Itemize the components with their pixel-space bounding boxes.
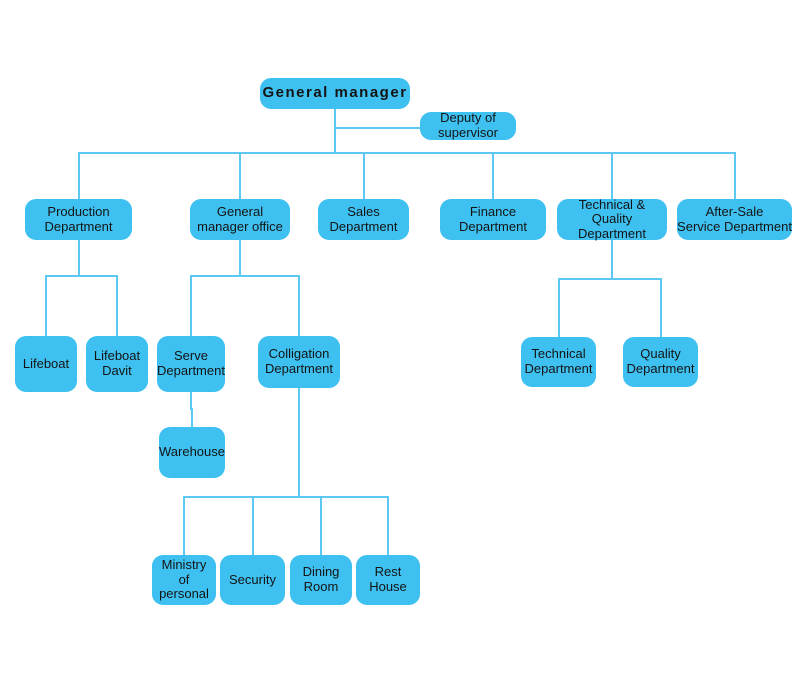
org-node-general-manager: General manager bbox=[260, 78, 410, 109]
org-node-security: Security bbox=[220, 555, 285, 605]
connector-segment bbox=[335, 127, 420, 129]
org-node-colligation-department: Colligation Department bbox=[258, 336, 340, 388]
connector-segment bbox=[362, 152, 365, 199]
connector-segment bbox=[557, 278, 560, 337]
org-node-serve-department: Serve Department bbox=[157, 336, 225, 392]
org-node-warehouse: Warehouse bbox=[159, 427, 225, 478]
connector-segment bbox=[77, 240, 80, 277]
org-node-ministry-of-personal: Ministry of personal bbox=[152, 555, 216, 605]
connector-segment bbox=[733, 152, 736, 199]
connector-segment bbox=[116, 275, 118, 336]
connector-segment bbox=[77, 152, 80, 199]
connector-segment bbox=[77, 152, 736, 154]
org-node-dining-room: Dining Room bbox=[290, 555, 352, 605]
connector-segment bbox=[492, 152, 494, 199]
connector-segment bbox=[298, 275, 300, 336]
connector-segment bbox=[190, 275, 300, 277]
org-node-technical-department: Technical Department bbox=[521, 337, 596, 387]
connector-segment bbox=[387, 496, 389, 555]
connector-segment bbox=[557, 278, 662, 280]
org-node-finance-department: Finance Department bbox=[440, 199, 546, 240]
connector-segment bbox=[320, 496, 322, 555]
org-node-quality-department: Quality Department bbox=[623, 337, 698, 387]
connector-segment bbox=[298, 388, 300, 498]
org-node-lifeboat: Lifeboat bbox=[15, 336, 77, 392]
connector-segment bbox=[611, 152, 613, 199]
org-node-sales-department: Sales Department bbox=[318, 199, 409, 240]
connector-segment bbox=[611, 240, 613, 280]
org-node-general-manager-office: General manager office bbox=[190, 199, 290, 240]
org-node-rest-house: Rest House bbox=[356, 555, 420, 605]
connector-segment bbox=[239, 152, 241, 199]
org-node-production-department: Production Department bbox=[25, 199, 132, 240]
org-node-deputy-of-supervisor: Deputy of supervisor bbox=[420, 111, 516, 140]
connector-segment bbox=[251, 496, 254, 555]
org-node-after-sale-service-department: After-Sale Service Department bbox=[677, 199, 792, 240]
connector-segment bbox=[183, 496, 185, 555]
connector-segment bbox=[45, 275, 47, 336]
connector-segment bbox=[334, 109, 336, 154]
org-node-technical-quality-department: Technical & Quality Department bbox=[557, 197, 667, 241]
connector-segment bbox=[191, 408, 193, 427]
connector-segment bbox=[659, 278, 662, 337]
connector-segment bbox=[190, 392, 192, 410]
connector-segment bbox=[45, 275, 118, 277]
connector-segment bbox=[239, 240, 241, 277]
connector-segment bbox=[183, 496, 389, 498]
connector-segment bbox=[190, 275, 192, 336]
org-node-lifeboat-davit: Lifeboat Davit bbox=[86, 336, 148, 392]
